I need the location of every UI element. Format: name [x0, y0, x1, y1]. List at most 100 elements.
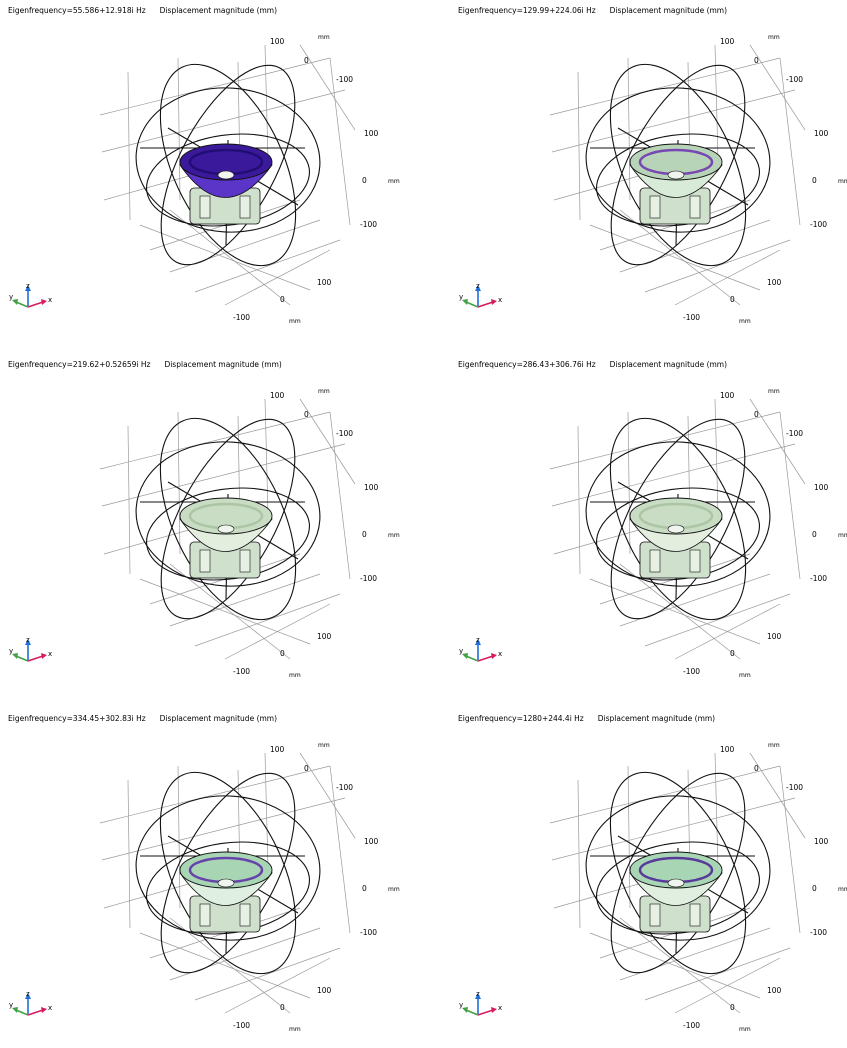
eigenfrequency-label: Eigenfrequency=55.586+12.918i Hz	[8, 6, 146, 15]
grid-line	[149, 907, 301, 959]
x-tick-label: 100	[767, 632, 782, 641]
y-tick-label: 0	[304, 764, 309, 773]
grid-line	[551, 89, 796, 153]
meridian-ring	[159, 417, 297, 621]
grid-line	[139, 932, 311, 999]
eigenfrequency-label: Eigenfrequency=286.43+306.76i Hz	[458, 360, 596, 369]
x-tick-label: 100	[767, 278, 782, 287]
z-arrow-head	[25, 993, 31, 999]
axis-unit-label: mm	[838, 886, 847, 893]
axis-triad: z x y	[8, 637, 56, 671]
grid-line	[299, 44, 356, 131]
x-tick-label: -100	[233, 667, 251, 676]
y-arrow-head	[462, 299, 468, 305]
grid-line	[599, 907, 751, 959]
triad-arrows	[462, 285, 497, 308]
y-tick-label: 0	[304, 410, 309, 419]
z-tick-label: 100	[270, 745, 285, 754]
y-arrow-head	[12, 653, 18, 659]
grid-line	[644, 947, 791, 1001]
x-axis-arrow	[477, 301, 494, 308]
grid-line	[714, 752, 719, 869]
triad-x-label: x	[498, 650, 503, 658]
x-tick-label: -100	[683, 667, 701, 676]
grid-line	[194, 593, 341, 647]
triad-x-label: x	[48, 1004, 53, 1012]
speaker-bracket	[689, 549, 701, 573]
axis-unit-label: mm	[388, 886, 400, 893]
axis-unit-label: mm	[388, 532, 400, 539]
meridian-ring	[609, 63, 747, 267]
grid-line	[139, 578, 311, 645]
axis-unit-label: mm	[768, 34, 780, 41]
grid-line	[194, 947, 341, 1001]
z-tick-label: -100	[810, 220, 828, 229]
triad-arrows	[12, 285, 47, 308]
grid-line	[177, 411, 181, 555]
z-arrow-head	[25, 285, 31, 291]
y-tick-label: 0	[304, 56, 309, 65]
z-arrow-head	[25, 639, 31, 645]
grid-line	[589, 932, 761, 999]
y-axis-arrow	[15, 301, 29, 308]
grid-line	[224, 249, 331, 306]
grid-line	[779, 411, 801, 580]
axis-unit-label: mm	[318, 34, 330, 41]
z-tick-label: 100	[364, 483, 379, 492]
speaker-bracket	[649, 549, 661, 573]
quantity-label: Displacement magnitude (mm)	[609, 6, 728, 15]
x-arrow-head	[491, 1007, 497, 1013]
grid-line	[127, 779, 131, 929]
x-tick-label: 0	[280, 649, 285, 658]
grid-line	[674, 249, 781, 306]
x-tick-label: 0	[280, 1003, 285, 1012]
axis-unit-label: mm	[289, 318, 301, 325]
triad-y-label: y	[9, 1001, 14, 1009]
grid-line	[551, 797, 796, 861]
grid-line	[619, 209, 741, 306]
triad-arrows	[12, 993, 47, 1016]
y-tick-label: 0	[754, 764, 759, 773]
speaker-bracket	[199, 903, 211, 927]
speaker-model	[179, 143, 273, 225]
x-tick-label: 0	[730, 1003, 735, 1012]
y-tick-label: 0	[754, 56, 759, 65]
y-arrow-head	[12, 299, 18, 305]
triad-x-label: x	[48, 650, 53, 658]
y-axis-arrow	[465, 655, 479, 662]
grid-line	[589, 578, 761, 645]
grid-line	[599, 199, 751, 251]
axis-unit-label: mm	[739, 318, 751, 325]
grid-line	[264, 752, 269, 869]
grid-line	[589, 224, 761, 291]
grid-line	[714, 44, 719, 161]
meridian-ring	[610, 418, 746, 620]
x-tick-label: -100	[233, 1021, 251, 1030]
y-tick-label: -100	[336, 429, 354, 438]
axis-unit-label: mm	[388, 178, 400, 185]
grid-line	[224, 603, 331, 660]
axis-unit-label: mm	[739, 1026, 751, 1033]
grid-line	[329, 57, 351, 226]
axis-unit-label: mm	[768, 742, 780, 749]
z-tick-label: 100	[814, 483, 829, 492]
z-tick-label: 100	[364, 837, 379, 846]
x-axis-arrow	[477, 1009, 494, 1016]
triad-y-label: y	[459, 293, 464, 301]
grid-line	[551, 443, 796, 507]
grid-line	[169, 563, 291, 660]
grid-line	[644, 593, 791, 647]
grid-line	[99, 57, 331, 116]
triad-z-label: z	[26, 990, 30, 998]
x-arrow-head	[491, 299, 497, 305]
x-axis-arrow	[27, 1009, 44, 1016]
grid-lines	[549, 752, 806, 1014]
eigenfrequency-label: Eigenfrequency=334.45+302.83i Hz	[8, 714, 146, 723]
speaker-bracket	[239, 903, 251, 927]
y-tick-label: 0	[754, 410, 759, 419]
y-axis-arrow	[465, 1009, 479, 1016]
speaker-model	[629, 143, 723, 225]
speaker-model	[179, 497, 273, 579]
